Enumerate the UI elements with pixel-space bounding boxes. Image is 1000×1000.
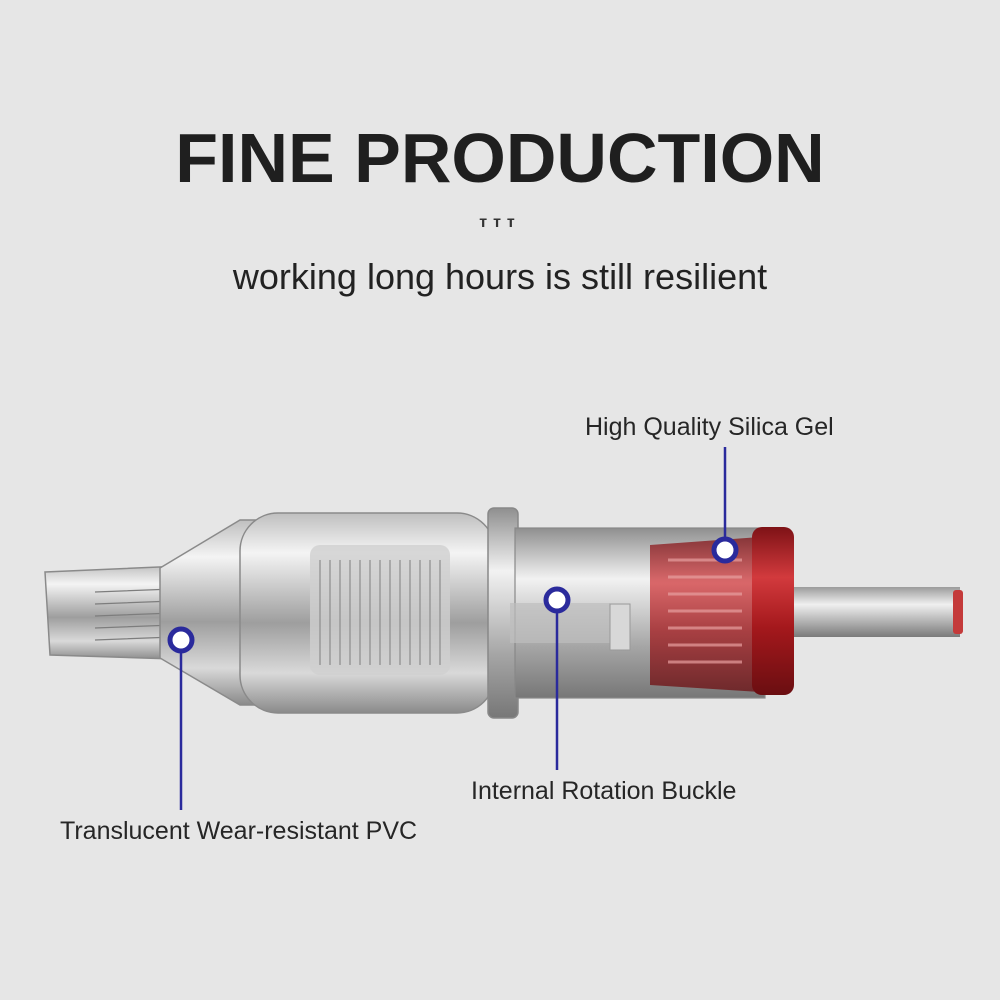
buckle-marker [543, 586, 571, 614]
callout-silica-gel: High Quality Silica Gel [585, 413, 834, 441]
page-title: FINE PRODUCTION [175, 119, 825, 197]
title-decoration: ттт [479, 214, 521, 231]
callout-pvc: Translucent Wear-resistant PVC [60, 817, 418, 845]
pvc-marker [167, 626, 195, 654]
silica-marker [711, 536, 739, 564]
page-subtitle: working long hours is still resilient [232, 256, 768, 297]
silica-gel-grip [650, 527, 794, 695]
needle-rod [790, 587, 963, 637]
translucent-body [239, 512, 496, 714]
callout-rotation-buckle: Internal Rotation Buckle [471, 777, 737, 805]
